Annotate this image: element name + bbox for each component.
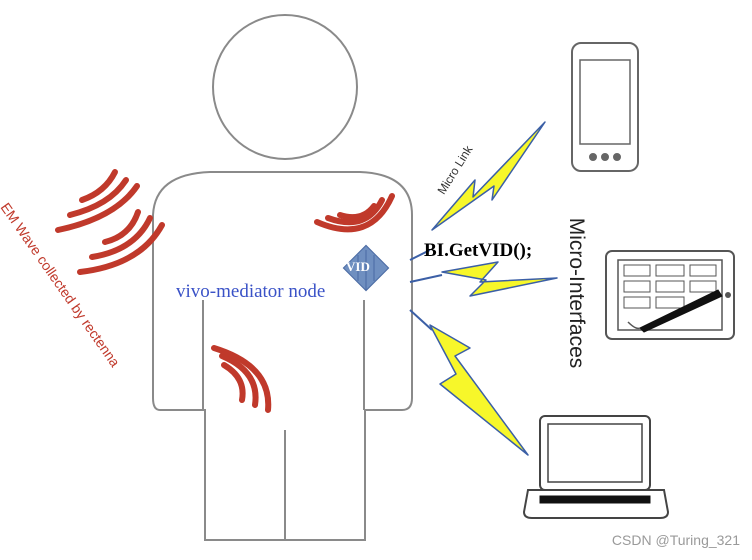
figure-body <box>153 172 412 540</box>
laptop-icon <box>524 416 668 518</box>
vid-label: VID <box>346 259 370 275</box>
api-call-label: BI.GetVID(); <box>424 240 532 262</box>
tablet-icon <box>606 251 734 339</box>
vivo-mediator-label: vivo-mediator node <box>176 281 325 303</box>
watermark: CSDN @Turing_321 <box>612 532 740 548</box>
figure-head <box>213 15 357 159</box>
lightning-icon <box>410 122 557 455</box>
smartphone-icon <box>572 43 638 171</box>
micro-interfaces-label: Micro-Interfaces <box>564 218 588 369</box>
